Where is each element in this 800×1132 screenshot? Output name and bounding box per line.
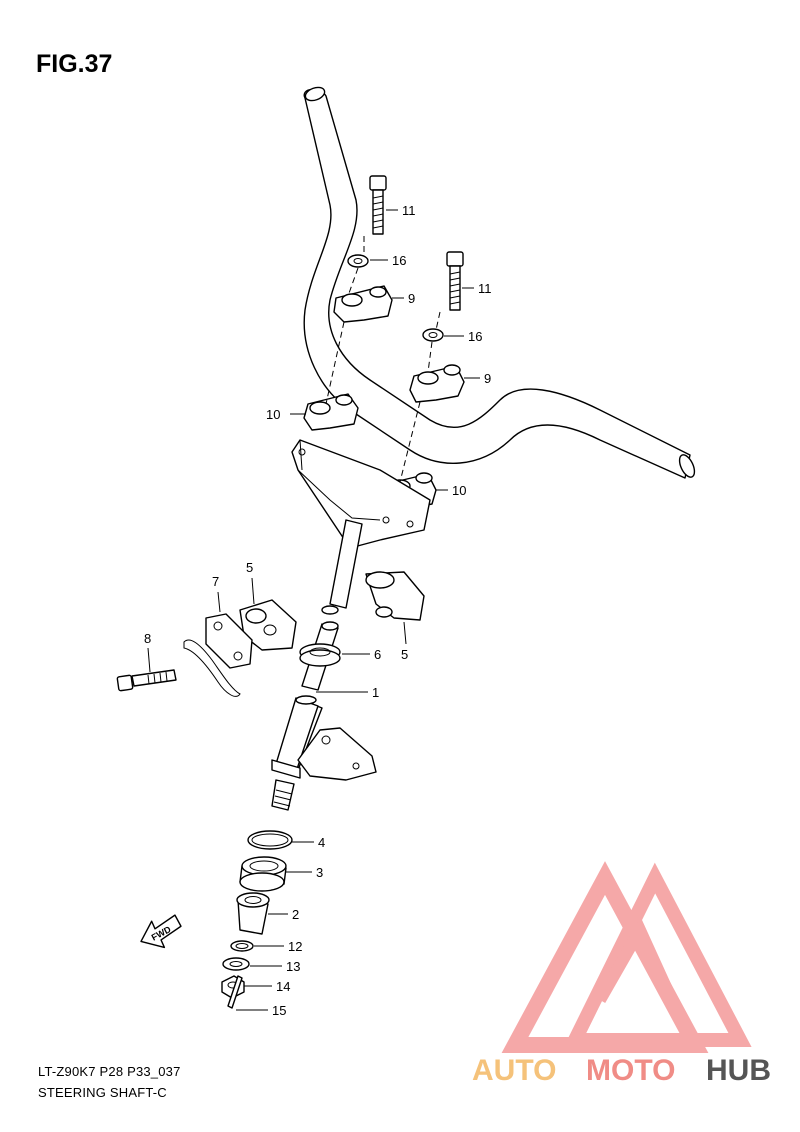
callout-13: 13 <box>286 959 300 974</box>
handlebar-holder-9-left <box>333 285 393 323</box>
callout-11-right: 11 <box>478 281 492 296</box>
holder-plate-7 <box>183 613 253 697</box>
callout-16-left: 16 <box>392 253 406 268</box>
fwd-arrow-icon: FWD <box>140 914 182 949</box>
callout-7: 7 <box>212 574 219 589</box>
figure-title: FIG.37 <box>36 50 113 78</box>
model-code: LT-Z90K7 P28 P33_037 <box>38 1064 181 1079</box>
callout-5-left: 5 <box>246 560 253 575</box>
callout-9-left: 9 <box>408 291 415 306</box>
cotter-pin-15 <box>227 975 243 1009</box>
watermark-logo <box>501 861 752 1053</box>
diagram-caption: STEERING SHAFT-C <box>38 1085 167 1100</box>
callout-14: 14 <box>276 979 290 994</box>
callout-2: 2 <box>292 907 299 922</box>
nut-3 <box>239 856 287 892</box>
callout-4: 4 <box>318 835 325 850</box>
washer-12 <box>230 940 254 952</box>
handlebar-holder-9-right <box>409 364 465 403</box>
shaft-holder-5-right <box>365 571 425 621</box>
washer-16-left <box>347 254 369 268</box>
watermark-moto: MOTO <box>586 1054 675 1087</box>
callout-9-right: 9 <box>484 371 491 386</box>
callout-3: 3 <box>316 865 323 880</box>
bolt-11-right <box>446 251 464 311</box>
callout-16-right: 16 <box>468 329 482 344</box>
callout-10-left: 10 <box>266 407 280 422</box>
callout-6: 6 <box>374 647 381 662</box>
watermark-hub: HUB <box>706 1054 771 1087</box>
seal-6 <box>299 643 341 667</box>
bolt-8 <box>116 669 177 692</box>
callout-1: 1 <box>372 685 379 700</box>
callout-labels: 11 16 9 11 16 9 10 10 7 5 5 8 6 1 4 3 2 … <box>144 203 492 1018</box>
callout-8: 8 <box>144 631 151 646</box>
leader-lines <box>147 209 480 1011</box>
callout-15: 15 <box>272 1003 286 1018</box>
callout-5-right: 5 <box>401 647 408 662</box>
watermark-auto: AUTO <box>472 1054 556 1087</box>
handlebar-holder-10-left <box>303 393 359 431</box>
callout-10-right: 10 <box>452 483 466 498</box>
washer-16-right <box>422 328 444 342</box>
steering-stem-bracket <box>291 439 431 549</box>
watermark-text: AUTO MOTO HUB <box>472 1054 771 1087</box>
callout-12: 12 <box>288 939 302 954</box>
bushing-2 <box>236 892 270 935</box>
handlebar <box>303 86 696 479</box>
callout-11-left: 11 <box>402 203 416 218</box>
washer-13 <box>222 957 250 971</box>
bolt-11-left <box>369 175 387 235</box>
